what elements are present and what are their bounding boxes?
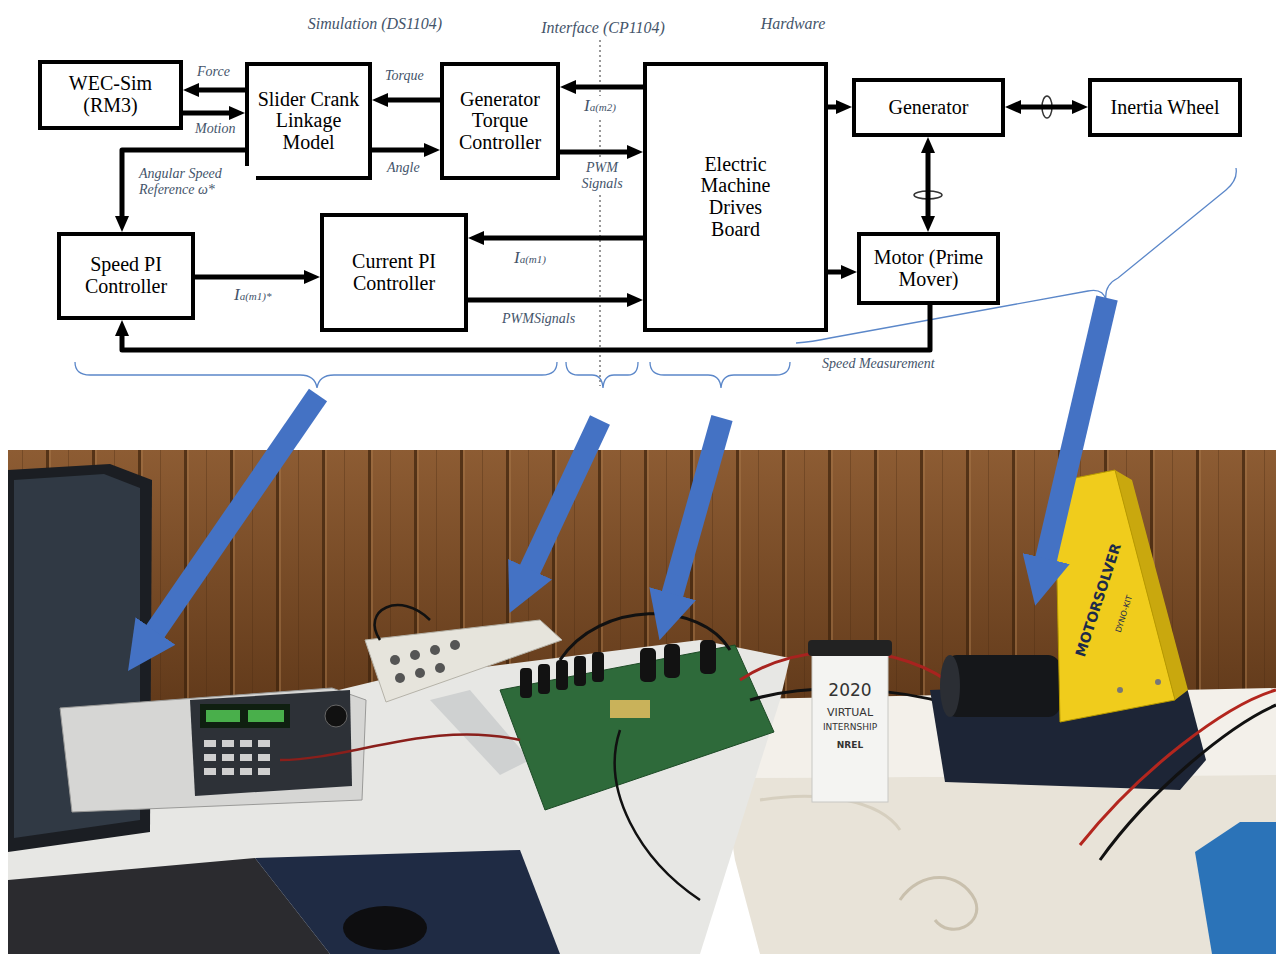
signal-label: Speed Measurement bbox=[820, 356, 937, 372]
signal-label: Ia(m1) bbox=[512, 248, 548, 269]
node-text: Speed PI Controller bbox=[69, 254, 183, 297]
signal-label: Force bbox=[195, 64, 232, 80]
display-digits bbox=[248, 710, 284, 722]
signal-arrow bbox=[1015, 105, 1078, 110]
power-supply bbox=[60, 688, 366, 812]
cup-text: NREL bbox=[837, 740, 863, 750]
node-text: Inertia Wheel bbox=[1100, 97, 1230, 119]
wire bbox=[280, 734, 520, 760]
callout-arrow bbox=[526, 420, 600, 578]
wire bbox=[560, 614, 730, 660]
probe-lead bbox=[1080, 690, 1276, 845]
signal-arrow bbox=[195, 275, 310, 280]
signal-label: Angle bbox=[385, 160, 422, 176]
screw bbox=[1117, 687, 1123, 693]
power-supply-panel bbox=[190, 690, 352, 796]
brace bbox=[75, 362, 557, 388]
signal-label: PWM Signals bbox=[566, 160, 638, 192]
screw bbox=[1155, 679, 1161, 685]
brand-text: MOTORSOLVER bbox=[1072, 541, 1124, 658]
signal-arrow bbox=[926, 147, 931, 222]
cup-text: 2020 bbox=[828, 680, 871, 700]
signal-arrow bbox=[828, 270, 847, 275]
controller-box: Speed PI Controller bbox=[57, 232, 195, 320]
brace bbox=[796, 168, 1236, 343]
power-supply-display bbox=[200, 704, 290, 728]
signal-label: Angular Speed Reference ω* bbox=[137, 166, 256, 198]
controller-box: Generator Torque Controller bbox=[440, 62, 560, 180]
cup bbox=[812, 652, 888, 802]
bnc-connectors bbox=[390, 640, 460, 683]
knob bbox=[325, 705, 347, 727]
section-label: Interface (CP1104) bbox=[541, 19, 665, 37]
signal-arrow bbox=[560, 150, 633, 155]
machine-box: Generator bbox=[852, 78, 1005, 137]
node-text: WEC-Sim (RM3) bbox=[60, 73, 161, 116]
section-label: Hardware bbox=[761, 15, 826, 33]
signal-arrow bbox=[828, 105, 842, 110]
dresser-front bbox=[722, 775, 1276, 954]
display-digits bbox=[206, 710, 240, 722]
signal-label: PWMSignals bbox=[500, 311, 577, 327]
signal-arrow bbox=[570, 85, 643, 90]
brand-text: DYNO-KIT bbox=[1114, 594, 1134, 633]
node-text: Motor (Prime Mover) bbox=[867, 247, 990, 290]
machine-box: Inertia Wheel bbox=[1088, 78, 1242, 137]
signal-arrow bbox=[193, 88, 245, 93]
multimeter bbox=[1195, 822, 1276, 954]
capacitors bbox=[520, 640, 716, 698]
drive-board bbox=[500, 645, 774, 810]
brace bbox=[650, 362, 790, 388]
signal-arrow bbox=[478, 236, 643, 241]
node-text: Current PI Controller bbox=[332, 251, 456, 294]
cup-text: INTERNSHIP bbox=[823, 722, 877, 732]
dyno-cover bbox=[1055, 470, 1175, 722]
wire bbox=[615, 730, 700, 900]
hardware-box: Electric Machine Drives Board bbox=[643, 62, 828, 332]
signal-label: Ia(m2) bbox=[582, 96, 618, 117]
dresser-carving bbox=[900, 878, 977, 930]
keypad bbox=[204, 740, 270, 775]
signal-arrow bbox=[183, 111, 235, 116]
signal-label: Ia(m1)* bbox=[232, 285, 273, 306]
controller-box: Current PI Controller bbox=[320, 213, 468, 332]
signal-arrow bbox=[372, 148, 430, 153]
machine-box: Motor (Prime Mover) bbox=[857, 232, 1000, 305]
signal-arrow bbox=[382, 98, 440, 103]
callout-arrow bbox=[670, 418, 722, 603]
motor-endcap bbox=[940, 655, 960, 717]
signal-label: Torque bbox=[383, 68, 426, 84]
callout-arrow bbox=[150, 395, 318, 639]
callout-arrow bbox=[1044, 298, 1107, 568]
node-text: Electric Machine Drives Board bbox=[692, 154, 779, 240]
mouse bbox=[343, 906, 427, 950]
section-label: Simulation (DS1104) bbox=[308, 15, 442, 33]
node-text: Generator bbox=[864, 97, 993, 119]
signal-label: Motion bbox=[193, 121, 237, 137]
board-component bbox=[610, 700, 650, 718]
model-box: WEC-Sim (RM3) bbox=[38, 60, 183, 130]
cup-text: VIRTUAL bbox=[827, 706, 873, 719]
cup-lid bbox=[808, 640, 892, 656]
model-box: Slider Crank Linkage Model bbox=[245, 62, 372, 180]
interface-divider bbox=[599, 40, 601, 386]
signal-arrow bbox=[468, 298, 633, 303]
node-text: Generator Torque Controller bbox=[452, 89, 548, 154]
brace bbox=[566, 362, 638, 388]
node-text: Slider Crank Linkage Model bbox=[257, 89, 360, 154]
motor-cylinder bbox=[945, 655, 1060, 717]
mouse-pad bbox=[255, 850, 560, 954]
wire bbox=[375, 605, 430, 640]
